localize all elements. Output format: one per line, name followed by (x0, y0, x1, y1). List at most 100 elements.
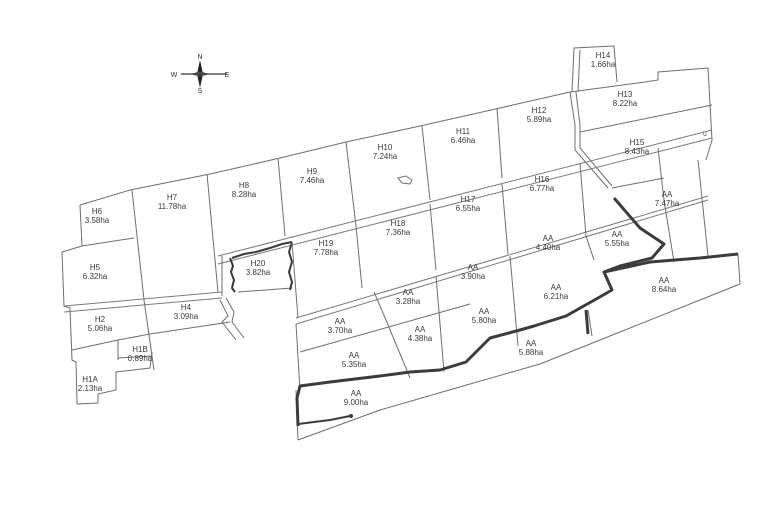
parcel-label: AA7.47ha (655, 190, 680, 208)
parcel-area: 5.89ha (527, 115, 552, 124)
parcel-id: AA (551, 283, 562, 292)
parcel-area: 0.89ha (128, 354, 153, 363)
pond-shape (397, 175, 413, 185)
parcel-label: AA5.88ha (519, 339, 544, 357)
parcel-area: 3.90ha (461, 272, 486, 281)
compass-south-label: S (198, 88, 203, 95)
parcel-id: AA (335, 317, 346, 326)
parcel-id: AA (415, 325, 426, 334)
parcel-area: 8.22ha (613, 99, 638, 108)
parcel-label: AA6.21ha (544, 283, 569, 301)
parcel-id: AA (659, 276, 670, 285)
parcel-label: AA9.00ha (344, 389, 369, 407)
parcel-id: AA (349, 351, 360, 360)
parcel-id: H10 (378, 143, 393, 152)
parcel-area: 7.78ha (314, 248, 339, 257)
parcel-id: H1B (132, 345, 148, 354)
parcel-area: 5.80ha (472, 316, 497, 325)
parcel-id: H13 (618, 90, 633, 99)
parcel-area: 7.36ha (386, 228, 411, 237)
parcel-label: AA8.64ha (652, 276, 677, 294)
compass-rose-icon: N S E W (171, 54, 230, 95)
parcel-area: 2.13ha (78, 384, 103, 393)
parcel-id: AA (612, 230, 623, 239)
compass-west-label: W (171, 72, 178, 79)
parcel-id: H15 (630, 138, 645, 147)
parcel-area: 3.82ha (246, 268, 271, 277)
parcel-area: 3.09ha (174, 312, 199, 321)
parcel-area: 8.43ha (625, 147, 650, 156)
parcel-area: 4.40ha (536, 243, 561, 252)
parcel-id: AA (526, 339, 537, 348)
parcel-id: H5 (90, 263, 101, 272)
parcel-label: AA3.28ha (396, 288, 421, 306)
parcel-id: H11 (456, 127, 471, 136)
ownership-boundary (295, 197, 739, 427)
parcel-id: AA (468, 263, 479, 272)
parcel-area: 6.32ha (83, 272, 108, 281)
parcel-area: 6.77ha (530, 184, 555, 193)
parcel-area: 3.28ha (396, 297, 421, 306)
parcel-label: AA5.80ha (472, 307, 497, 325)
parcel-id: H19 (319, 239, 334, 248)
parcel-id: H17 (461, 195, 476, 204)
parcel-area: 1.66ha (591, 60, 616, 69)
parcel-area: 7.46ha (300, 176, 325, 185)
compass-north-label: N (197, 54, 202, 61)
parcel-area: 4.38ha (408, 334, 433, 343)
parcel-id: H4 (181, 303, 192, 312)
parcel-area: 8.64ha (652, 285, 677, 294)
parcel-id: H6 (92, 207, 103, 216)
parcel-label: H63.58ha (85, 207, 110, 225)
parcel-label: AA5.55ha (605, 230, 630, 248)
parcel-label: AA5.35ha (342, 351, 367, 369)
parcel-id: H1A (82, 375, 98, 384)
parcel-label: AA3.70ha (328, 317, 353, 335)
parcel-label: H43.09ha (174, 303, 199, 321)
parcel-id: AA (543, 234, 554, 243)
parcel-area: 3.58ha (85, 216, 110, 225)
parcel-area: 9.00ha (344, 398, 369, 407)
parcel-id: H16 (535, 175, 550, 184)
parcel-id: AA (662, 190, 673, 199)
parcel-id: AA (479, 307, 490, 316)
parcel-label: H97.46ha (300, 167, 325, 185)
parcel-id: H14 (596, 51, 611, 60)
parcel-area: 6.21ha (544, 292, 569, 301)
parcel-area: 11.78ha (158, 202, 187, 211)
parcel-id: H7 (167, 193, 178, 202)
compass-east-label: E (225, 72, 230, 79)
parcel-label: H88.28ha (232, 181, 257, 199)
parcel-label: AA3.90ha (461, 263, 486, 281)
parcel-area: 7.47ha (655, 199, 680, 208)
parcel-label: AA4.38ha (408, 325, 433, 343)
parcel-area: 5.88ha (519, 348, 544, 357)
parcel-id: H2 (95, 315, 106, 324)
parcel-area: 5.55ha (605, 239, 630, 248)
small-marker: ∪ (703, 132, 707, 138)
parcel-id: H12 (532, 106, 547, 115)
parcel-label: H56.32ha (83, 263, 108, 281)
parcel-id: AA (351, 389, 362, 398)
parcel-id: H8 (239, 181, 250, 190)
parcel-area: 5.06ha (88, 324, 113, 333)
parcel-area: 6.46ha (451, 136, 476, 145)
parcel-id: H18 (391, 219, 406, 228)
parcel-label: AA4.40ha (536, 234, 561, 252)
parcel-area: 3.70ha (328, 326, 353, 335)
parcel-id: H20 (251, 259, 266, 268)
